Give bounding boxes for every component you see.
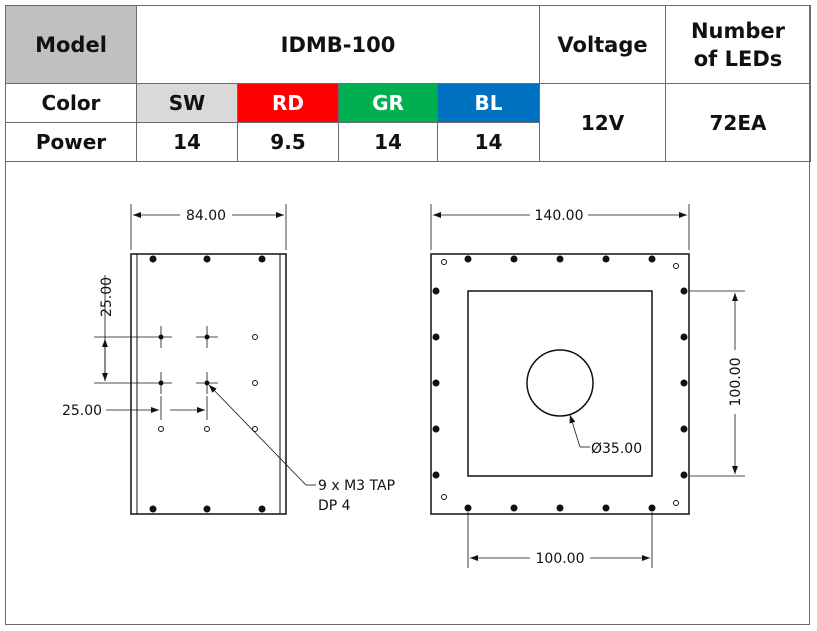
tap-hole <box>204 426 210 432</box>
side-screw-top-1 <box>149 255 157 263</box>
leds-value: 72EA <box>665 83 812 162</box>
side-width-dim: 84.00 <box>186 208 226 224</box>
front-screw <box>432 333 440 341</box>
front-screw <box>432 379 440 387</box>
front-screw <box>432 471 440 479</box>
front-corner-hole <box>441 259 447 265</box>
front-screw <box>680 471 688 479</box>
front-corner-hole <box>673 500 679 506</box>
front-screw <box>432 287 440 295</box>
side-hspacing-dim: 25.00 <box>62 403 102 419</box>
power-rd: 9.5 <box>237 122 339 162</box>
front-screw <box>432 425 440 433</box>
tap-hole <box>158 426 164 432</box>
leds-label-line2: of LEDs <box>693 46 783 71</box>
hole-diameter-label: Ø35.00 <box>591 441 642 457</box>
front-screw <box>648 255 656 263</box>
side-view-outline <box>130 253 287 515</box>
spec-table: Model IDMB-100 Voltage Number of LEDs Co… <box>5 5 812 162</box>
tap-hole <box>252 426 258 432</box>
front-view-outline <box>430 253 690 515</box>
tap-note-line1: 9 x M3 TAP <box>318 478 395 494</box>
front-height-dim: 100.00 <box>728 358 744 407</box>
front-width-dim: 140.00 <box>535 208 584 224</box>
side-screw-top-2 <box>203 255 211 263</box>
front-screw <box>602 255 610 263</box>
front-screw <box>648 504 656 512</box>
color-gr: GR <box>338 83 438 123</box>
power-sw: 14 <box>136 122 238 162</box>
leds-label: Number of LEDs <box>665 5 812 84</box>
center-hole <box>526 349 594 417</box>
power-label: Power <box>5 122 137 162</box>
side-screw-top-3 <box>258 255 266 263</box>
front-screw <box>464 504 472 512</box>
tap-note-line2: DP 4 <box>318 498 351 514</box>
front-screw <box>680 425 688 433</box>
front-screw <box>680 287 688 295</box>
side-view: 84.00 25.00 25.00 9 x M3 TAP DP 4 <box>62 204 395 515</box>
front-screw <box>680 333 688 341</box>
front-screw <box>602 504 610 512</box>
front-corner-hole <box>441 494 447 500</box>
front-screw <box>556 255 564 263</box>
side-screw-bottom-3 <box>258 505 266 513</box>
front-screw <box>556 504 564 512</box>
front-screw <box>680 379 688 387</box>
model-label: Model <box>5 5 137 84</box>
front-window <box>467 290 653 477</box>
voltage-value: 12V <box>539 83 667 162</box>
color-label: Color <box>5 83 137 123</box>
side-screw-bottom-2 <box>203 505 211 513</box>
front-corner-hole <box>673 263 679 269</box>
front-screw <box>510 255 518 263</box>
front-view: 140.00 100.00 100.00 Ø35.00 <box>430 204 745 568</box>
front-screw <box>510 504 518 512</box>
tap-hole-grid <box>150 326 258 432</box>
power-gr: 14 <box>338 122 438 162</box>
front-bottom-dim: 100.00 <box>536 551 585 567</box>
tap-hole <box>252 380 258 386</box>
power-bl: 14 <box>436 122 541 162</box>
color-bl: BL <box>436 83 541 123</box>
color-sw: SW <box>136 83 238 123</box>
side-vspacing-dim: 25.00 <box>99 277 115 317</box>
outer-frame <box>5 5 810 625</box>
tap-hole <box>252 334 258 340</box>
voltage-label: Voltage <box>539 5 667 84</box>
side-screw-bottom-1 <box>149 505 157 513</box>
color-rd: RD <box>237 83 339 123</box>
front-screw <box>464 255 472 263</box>
leds-label-line1: Number <box>690 18 786 43</box>
